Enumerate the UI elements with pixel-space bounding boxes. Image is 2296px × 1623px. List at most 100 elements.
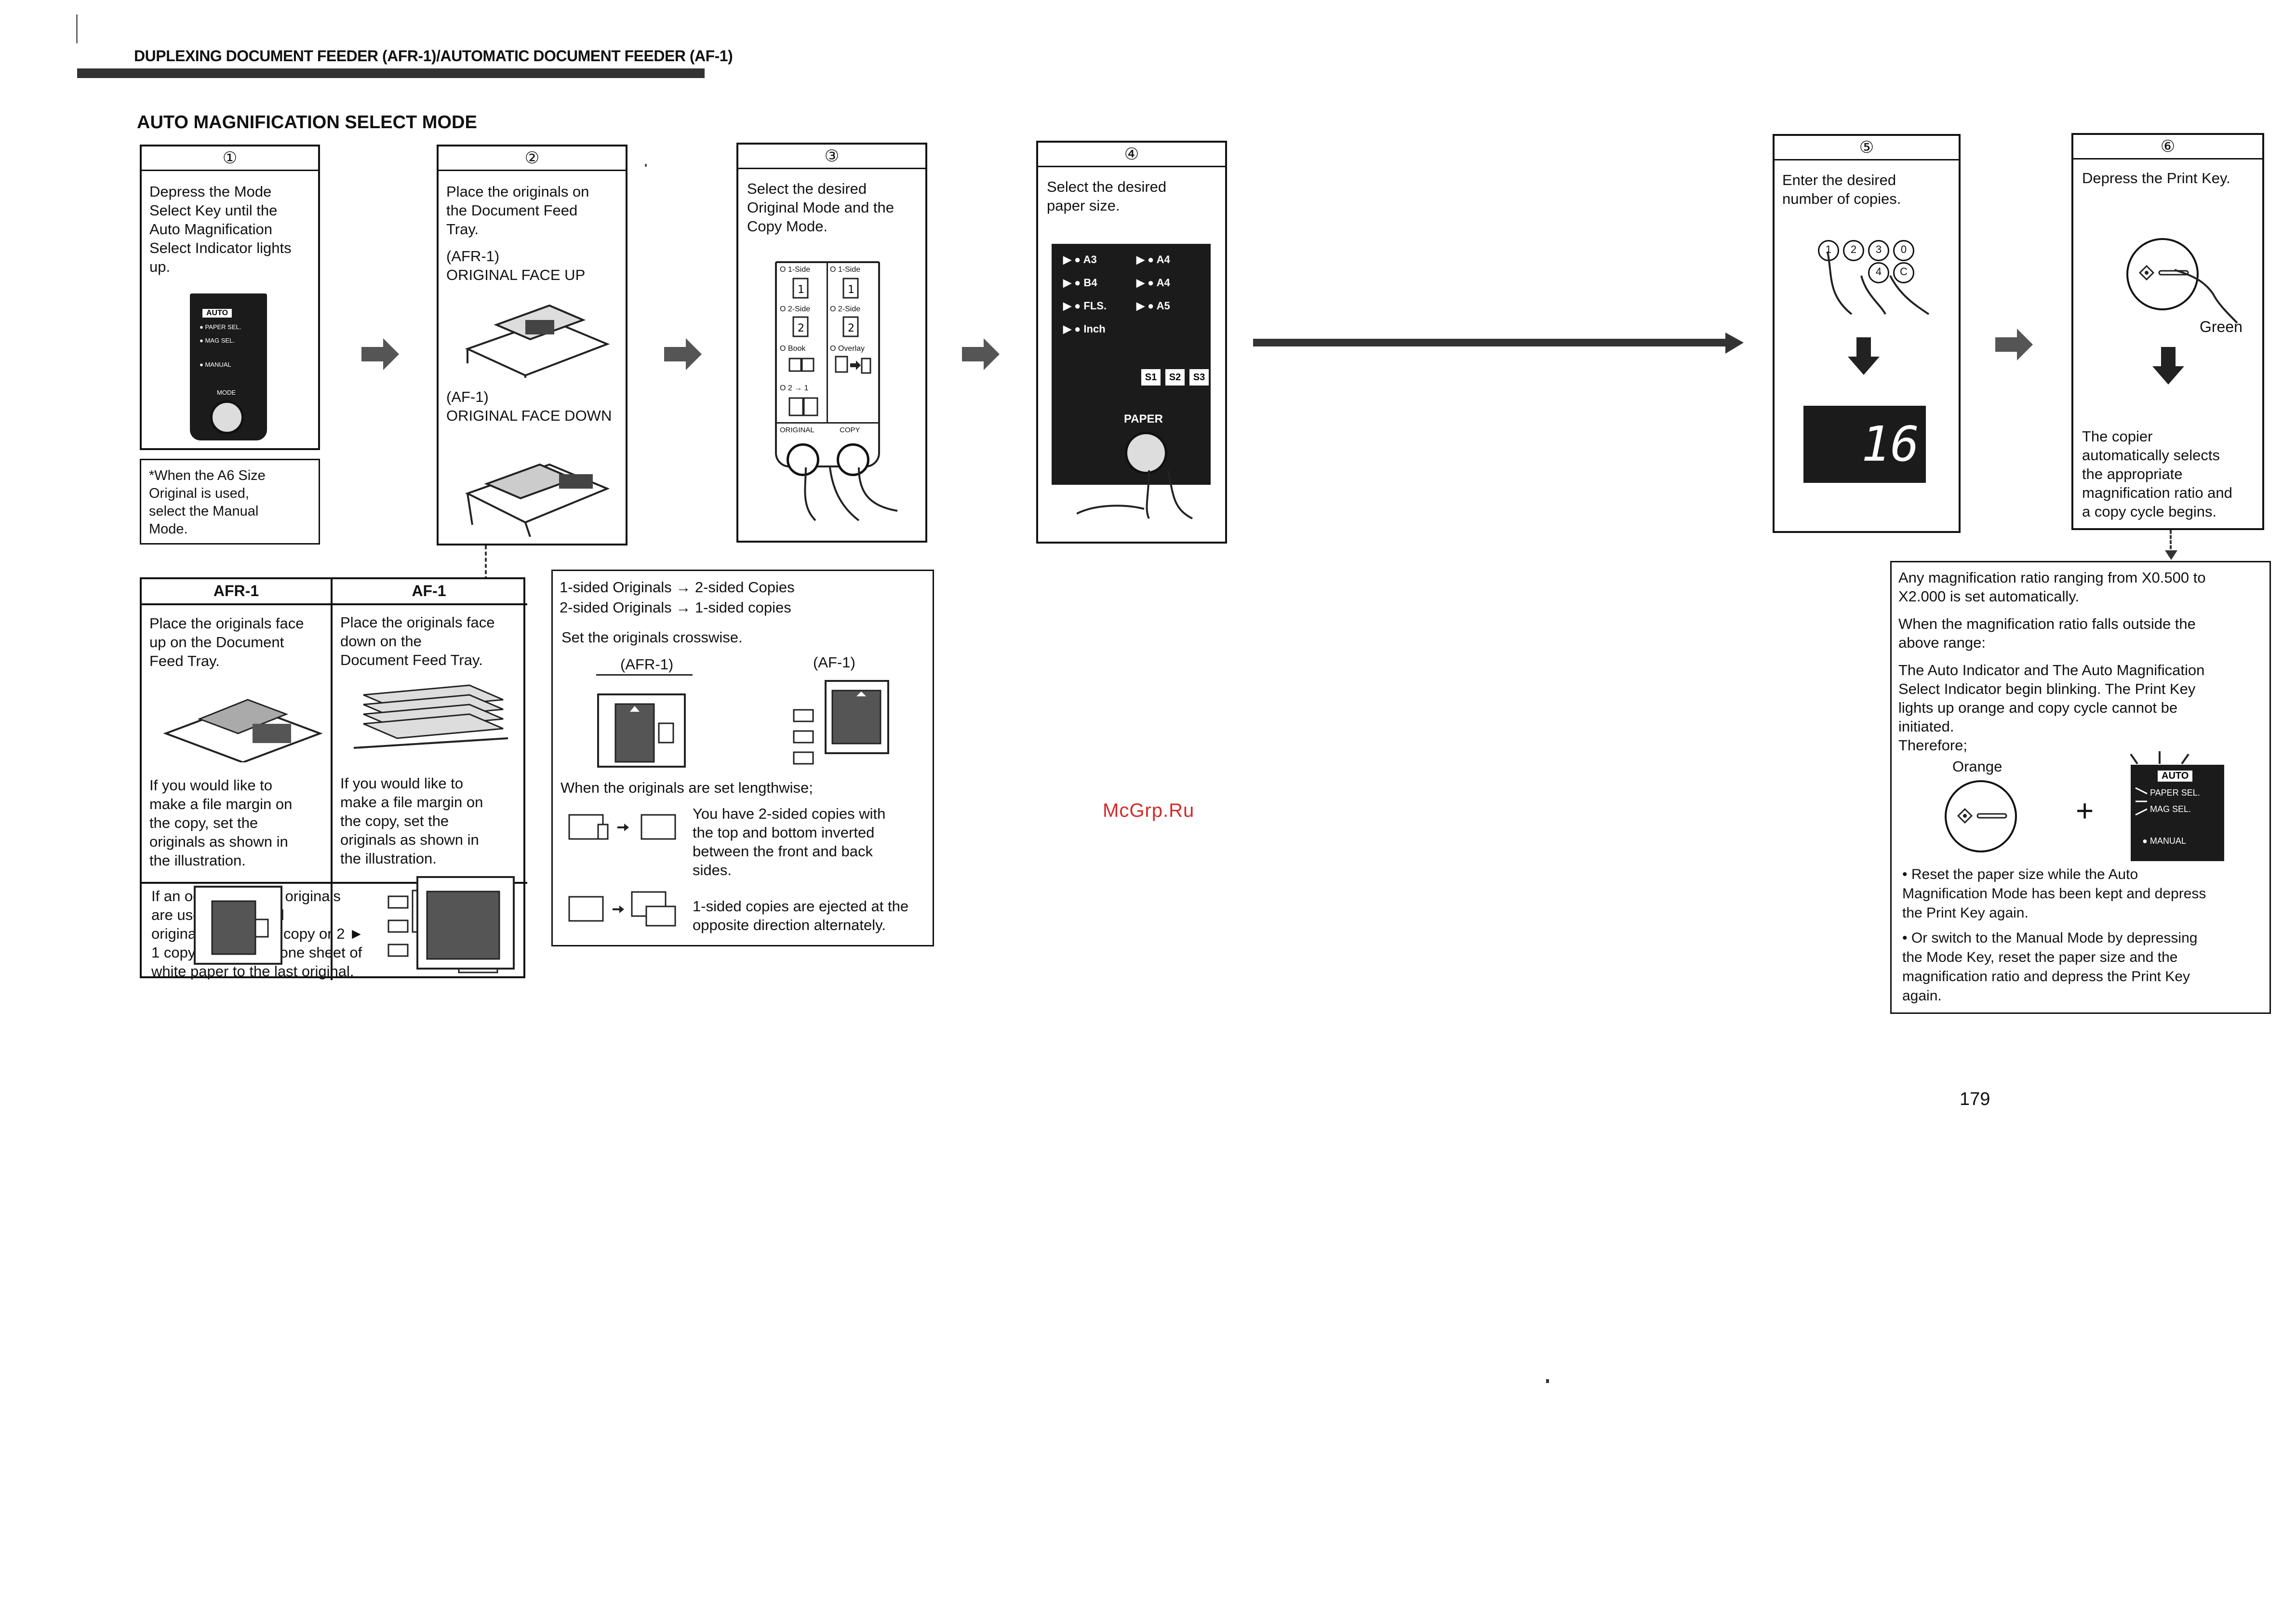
step4-key-s2[interactable]: S2 [1165, 369, 1185, 386]
blink-paper-sel: PAPER SEL. [2150, 788, 2200, 798]
lengthwise-case2-diagram [568, 891, 676, 927]
step5-text: Enter the desired number of copies. [1782, 172, 1901, 207]
step3-copy-1side: O 1-Side [830, 266, 861, 274]
arrow-right-icon [962, 338, 1000, 370]
step1-number: ① [142, 146, 318, 171]
long-arrow-right-icon [1253, 333, 1744, 354]
step2-dashed-connector [485, 545, 487, 580]
orientation-af-label: (AF-1) [813, 654, 855, 671]
keypad-key-0[interactable]: 0 [1893, 240, 1914, 261]
table-header-rule [142, 603, 527, 605]
step3-text: Select the desired Original Mode and the… [747, 180, 894, 235]
afr-margin-text: If you would like to make a file margin … [149, 777, 293, 869]
blink-mag-sel: MAG SEL. [2150, 804, 2191, 814]
step3-number: ③ [738, 145, 925, 169]
lengthwise-case1-text: You have 2-sided copies with the top and… [693, 805, 886, 878]
step3-copy-2side: O 2-Side [830, 305, 861, 313]
range-bullet1: • Reset the paper size while the Auto Ma… [1902, 866, 2206, 921]
step3-original-label: ORIGINAL [780, 426, 814, 434]
watermark: McGrp.Ru [1103, 800, 1195, 821]
arrow-down-icon [2165, 550, 2177, 560]
afr-text: Place the originals face up on the Docum… [149, 615, 304, 669]
step5-number: ⑤ [1775, 136, 1959, 160]
range-bullet2: • Or switch to the Manual Mode by depres… [1902, 930, 2198, 1004]
step3-orig-1side: O 1-Side [780, 266, 811, 274]
step4-paper-key[interactable] [1125, 432, 1167, 474]
keypad-key-4[interactable]: 4 [1868, 262, 1889, 283]
afr-header: AFR-1 [213, 582, 259, 599]
step3-book: O Book [780, 345, 806, 353]
section-title: AUTO MAGNIFICATION SELECT MODE [137, 112, 477, 133]
hand-icon [804, 467, 898, 521]
step1-mode-key[interactable] [210, 400, 244, 434]
step1-manual: ● MANUAL [200, 361, 231, 368]
orientation-line2: 2-sided Originals → 1-sided copies [560, 599, 791, 616]
step4-size-fls: ▶ ● FLS. [1063, 300, 1107, 312]
orientation-box: 1-sided Originals → 2-sided Copies 2-sid… [551, 570, 934, 946]
lengthwise-case1-diagram [568, 814, 676, 840]
step3-copy-key[interactable] [837, 443, 869, 476]
step6-result: The copier automatically selects the app… [2082, 428, 2232, 520]
step6-text: Depress the Print Key. [2082, 170, 2230, 186]
copy-count-value: 16 [1861, 416, 1920, 472]
orange-print-key [1945, 780, 2017, 852]
orientation-af-diagram [793, 680, 889, 765]
keypad-key-2[interactable]: 2 [1843, 240, 1864, 261]
step6-number: ⑥ [2073, 135, 2262, 160]
step4-size-a5: ▶ ● A5 [1136, 300, 1170, 312]
af-margin-text: If you would like to make a file margin … [340, 775, 483, 867]
keypad-key-3[interactable]: 3 [1868, 240, 1889, 261]
header-title: DUPLEXING DOCUMENT FEEDER (AFR-1)/AUTOMA… [134, 47, 733, 65]
step4-text: Select the desired paper size. [1047, 178, 1167, 214]
blink-manual: ● MANUAL [2142, 836, 2186, 846]
orientation-afr-line [596, 674, 693, 676]
step4-key-s3[interactable]: S3 [1189, 369, 1209, 386]
step2-box: ② Place the originals on the Document Fe… [437, 145, 627, 545]
step1-text: Depress the Mode Select Key until the Au… [149, 183, 292, 275]
svg-text:1: 1 [848, 284, 854, 296]
orientation-afr-diagram [597, 693, 686, 768]
step3-mode-panel: O 1-Side O 1-Side O 2-Side O 2-Side O Bo… [775, 261, 880, 467]
step4-size-a4r: ▶ ● A4 [1136, 253, 1170, 266]
step5-box: ⑤ Enter the desired number of copies. 1 … [1773, 134, 1961, 533]
finger-icon [2174, 269, 2238, 324]
blink-auto: AUTO [2158, 771, 2193, 782]
arrow-right-icon [664, 338, 702, 370]
range-box: Any magnification ratio ranging from X0.… [1890, 561, 2271, 1014]
range-p1: Any magnification ratio ranging from X0.… [1898, 569, 2206, 605]
step4-box: ④ Select the desired paper size. ▶ ● A3 … [1036, 141, 1227, 544]
step4-number: ④ [1038, 143, 1225, 167]
scan-speck [645, 164, 647, 167]
step3-original-key[interactable] [787, 443, 819, 476]
finger-icon [1077, 470, 1193, 519]
range-p2: When the magnification ratio falls outsi… [1898, 615, 2196, 651]
af-header: AF-1 [412, 582, 446, 599]
arrow-right-icon [361, 338, 399, 370]
orientation-lengthwise: When the originals are set lengthwise; [561, 779, 813, 796]
afr-margin-illustration [190, 868, 286, 882]
afr-file-margin-diagram [194, 886, 282, 965]
step1-paper-sel: ● PAPER SEL. [200, 323, 241, 331]
lengthwise-case2-text: 1-sided copies are ejected at the opposi… [693, 898, 909, 933]
keypad-key-c[interactable]: C [1893, 262, 1914, 283]
step1-note-box: *When the A6 Size Original is used, sele… [140, 459, 320, 545]
step3-overlay: O Overlay [830, 345, 865, 353]
step2-text: Place the originals on the Document Feed… [446, 183, 589, 238]
page-number: 179 [1960, 1089, 1990, 1109]
afr-af-table: AFR-1 AF-1 Place the originals face up o… [140, 577, 527, 980]
step3-box: ③ Select the desired Original Mode and t… [736, 143, 927, 543]
scan-speck [1546, 1379, 1549, 1383]
step1-box: ① Depress the Mode Select Key until the … [140, 145, 320, 450]
afr-tray-illustration [163, 699, 323, 762]
step3-orig-2side: O 2-Side [780, 305, 811, 313]
step4-key-s1[interactable]: S1 [1141, 369, 1161, 386]
step2-af-illustration [465, 463, 610, 537]
svg-text:2: 2 [798, 322, 804, 334]
step1-note: *When the A6 Size Original is used, sele… [149, 468, 266, 537]
svg-text:2: 2 [848, 322, 854, 334]
page-icon: 1 [842, 278, 859, 299]
step1-mode-label: MODE [217, 389, 236, 396]
arrow-down-icon [2152, 347, 2184, 385]
step2-afr-label: (AFR-1) ORIGINAL FACE UP [446, 248, 586, 283]
step3-two-one: O 2 → 1 [780, 384, 809, 392]
